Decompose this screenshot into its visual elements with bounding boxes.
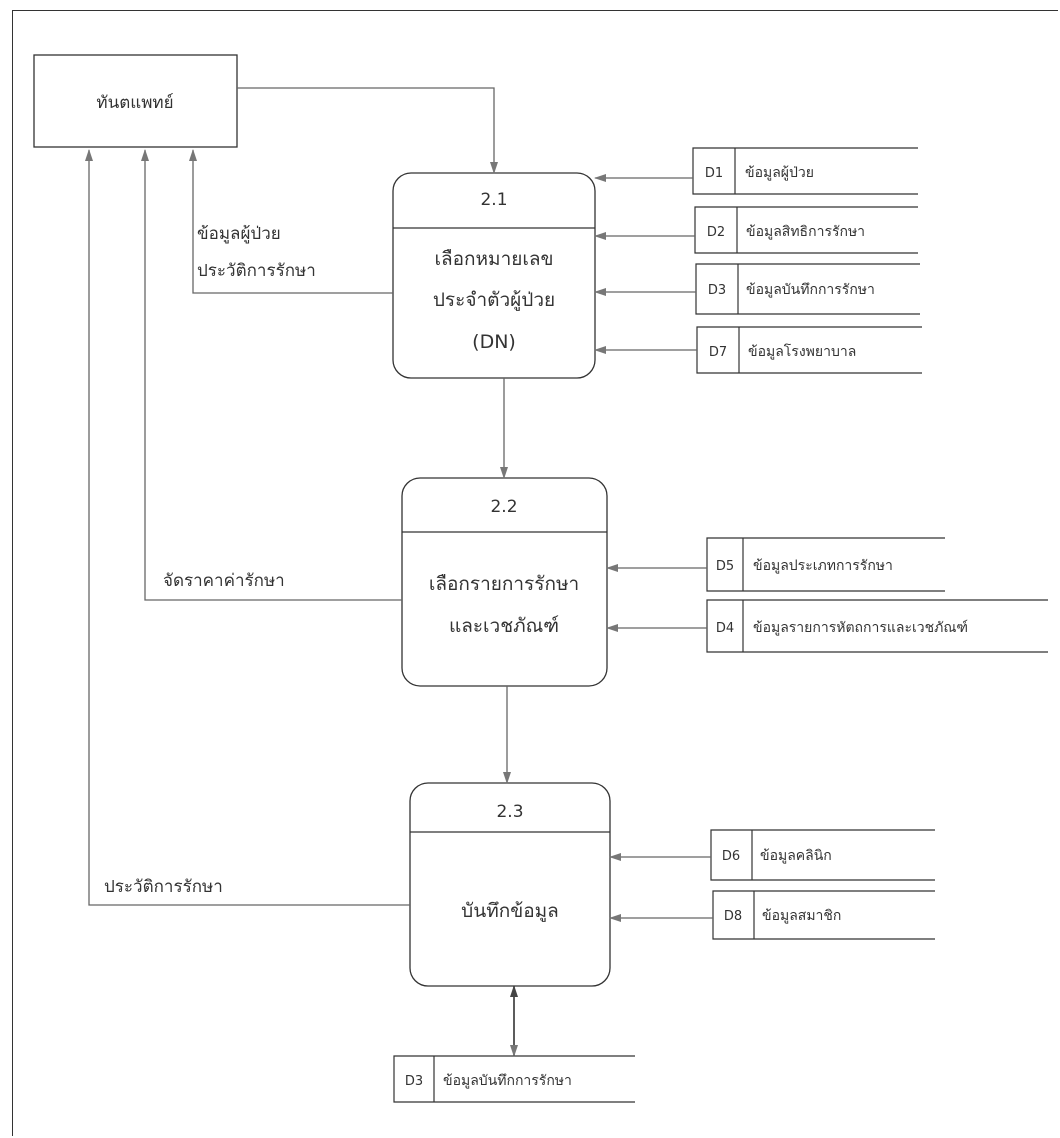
process-2-1-line-1: เลือกหมายเลข	[434, 248, 553, 270]
process-2-3: 2.3 บันทึกข้อมูล	[409, 782, 611, 987]
store-D1-label: ข้อมูลผู้ป่วย	[745, 165, 814, 181]
flow-2-3-to-entity	[85, 149, 410, 906]
store-D3-bottom-id: D3	[405, 1074, 423, 1089]
store-D8-label: ข้อมูลสมาชิก	[762, 908, 841, 924]
process-2-1-id: 2.1	[480, 190, 507, 210]
flow-label-treatment-history: ประวัติการรักษา	[197, 261, 316, 281]
store-D3-label: ข้อมูลบันทึกการรักษา	[746, 282, 875, 298]
process-2-2-id: 2.2	[490, 497, 517, 517]
store-D6-id: D6	[722, 849, 740, 864]
process-2-1: 2.1 เลือกหมายเลข ประจำตัวผู้ป่วย (DN)	[392, 172, 596, 379]
process-2-2-line-2: และเวชภัณฑ์	[449, 615, 559, 637]
entity-dentist-label: ทันตแพทย์	[96, 93, 173, 113]
store-D5: D5 ข้อมูลประเภทการรักษา	[706, 537, 945, 592]
store-D2-label: ข้อมูลสิทธิการรักษา	[746, 224, 865, 240]
store-D4-id: D4	[716, 621, 734, 636]
process-2-1-line-2: ประจำตัวผู้ป่วย	[433, 289, 555, 311]
flow-2-1-to-entity	[189, 149, 393, 294]
store-D3: D3 ข้อมูลบันทึกการรักษา	[695, 263, 920, 315]
store-D1: D1 ข้อมูลผู้ป่วย	[692, 147, 918, 195]
process-2-2-line-1: เลือกรายการรักษา	[429, 573, 579, 595]
flow-label-treatment-fee: จัดราคาค่ารักษา	[163, 571, 285, 591]
store-D7: D7 ข้อมูลโรงพยาบาล	[696, 326, 922, 374]
store-D6-label: ข้อมูลคลินิก	[760, 848, 832, 864]
store-D1-id: D1	[705, 166, 723, 181]
store-D6: D6 ข้อมูลคลินิก	[710, 829, 935, 881]
store-D2: D2 ข้อมูลสิทธิการรักษา	[694, 206, 918, 254]
process-2-3-id: 2.3	[496, 802, 523, 822]
store-D8-id: D8	[724, 909, 742, 924]
flow-label-treatment-history-2: ประวัติการรักษา	[104, 877, 223, 897]
entity-dentist: ทันตแพทย์	[33, 54, 238, 148]
process-2-3-line-1: บันทึกข้อมูล	[461, 900, 559, 922]
store-D7-id: D7	[709, 345, 727, 360]
store-D4: D4 ข้อมูลรายการหัตถการและเวชภัณฑ์	[706, 599, 1048, 653]
flow-entity-to-2-1	[237, 87, 498, 174]
store-D3-bottom-label: ข้อมูลบันทึกการรักษา	[443, 1073, 572, 1089]
flow-2-2-to-entity	[141, 149, 402, 601]
store-D8: D8 ข้อมูลสมาชิก	[712, 890, 935, 940]
store-D5-label: ข้อมูลประเภทการรักษา	[753, 558, 893, 574]
store-D4-label: ข้อมูลรายการหัตถการและเวชภัณฑ์	[753, 619, 968, 636]
process-2-2: 2.2 เลือกรายการรักษา และเวชภัณฑ์	[401, 477, 608, 687]
store-D3-bottom: D3 ข้อมูลบันทึกการรักษา	[393, 1055, 635, 1103]
store-D7-label: ข้อมูลโรงพยาบาล	[748, 343, 856, 360]
diagram-frame	[12, 10, 1058, 1136]
flow-label-patient-info: ข้อมูลผู้ป่วย	[197, 224, 281, 244]
store-D2-id: D2	[707, 225, 725, 240]
store-D3-id: D3	[708, 283, 726, 298]
process-2-1-line-3: (DN)	[472, 331, 516, 353]
store-D5-id: D5	[716, 559, 734, 574]
